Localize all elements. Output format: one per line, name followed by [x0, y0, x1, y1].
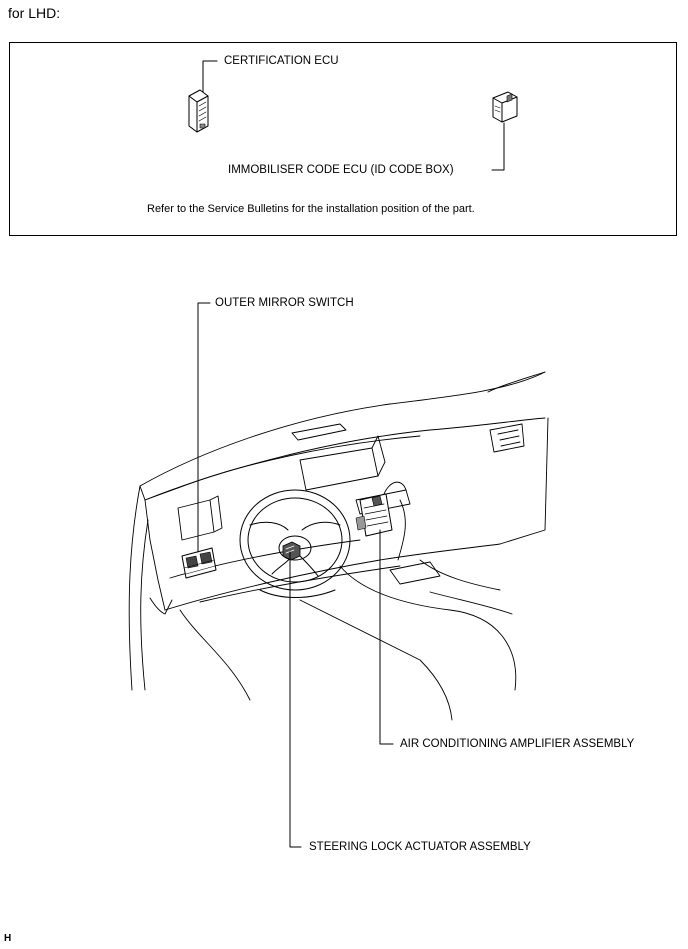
outer-mirror-switch-label: OUTER MIRROR SWITCH: [215, 297, 354, 309]
immobiliser-ecu-label: IMMOBILISER CODE ECU (ID CODE BOX): [228, 164, 454, 176]
steering-lock-actuator-icon: [282, 541, 301, 561]
immobiliser-ecu-leader: [491, 122, 505, 171]
service-bulletin-note: Refer to the Service Bulletins for the i…: [147, 203, 475, 215]
ecu-location-box: [9, 42, 677, 236]
certification-ecu-label: CERTIFICATION ECU: [224, 55, 339, 67]
immobiliser-ecu-icon: [492, 91, 518, 123]
page-heading: for LHD:: [8, 5, 61, 21]
steering-wheel-icon: [239, 489, 351, 598]
certification-ecu-icon: [188, 89, 209, 133]
steering-lock-actuator-leader: [289, 551, 302, 848]
outer-mirror-switch-icon: [181, 547, 217, 579]
footer-letter: H: [4, 933, 12, 944]
dashboard-drawing: [128, 371, 549, 721]
air-conditioning-amplifier-label: AIR CONDITIONING AMPLIFIER ASSEMBLY: [400, 738, 635, 750]
steering-lock-actuator-label: STEERING LOCK ACTUATOR ASSEMBLY: [309, 841, 531, 853]
certification-ecu-leader: [202, 60, 218, 93]
air-conditioning-amplifier-leader: [379, 529, 394, 745]
outer-mirror-switch-leader: [197, 302, 211, 553]
air-conditioning-amplifier-icon: [355, 493, 393, 537]
